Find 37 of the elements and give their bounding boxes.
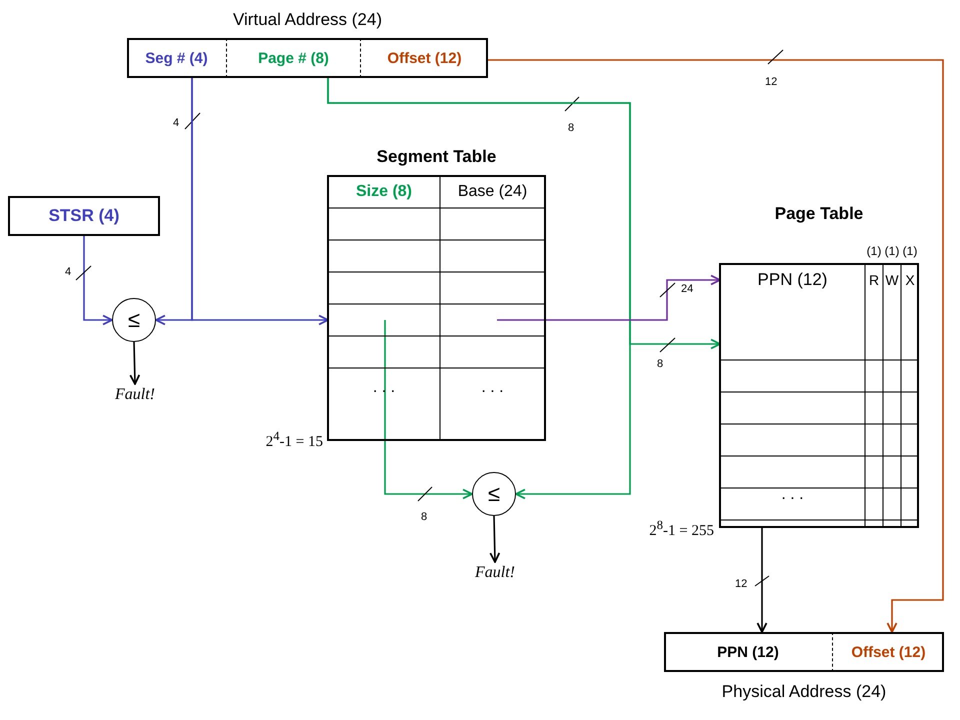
register-box: STSR (4) xyxy=(8,196,160,236)
column-header: X xyxy=(904,271,916,290)
wire-arrow xyxy=(129,342,140,385)
bit-field: Page # (8) xyxy=(226,38,360,78)
ellipsis: . . . xyxy=(372,378,396,398)
bit-field: Offset (12) xyxy=(360,38,488,78)
column-header: Base (24) xyxy=(456,182,528,202)
wire-arrow xyxy=(488,59,944,633)
comparator-circle: ≤ xyxy=(472,472,516,516)
bit-field: PPN (12) xyxy=(664,632,832,672)
ellipsis: . . . xyxy=(780,485,805,505)
comparator-circle: ≤ xyxy=(112,298,156,342)
wire-arrow xyxy=(756,527,768,633)
table-title: Page Table xyxy=(774,204,864,224)
column-header: Size (8) xyxy=(354,182,413,202)
bit-width-label: (1) xyxy=(866,243,882,260)
index-label: 2$^{8}$-1 = 255 xyxy=(648,518,714,540)
register-title: Virtual Address (24) xyxy=(232,10,383,30)
fault-signal: Fault! xyxy=(95,384,175,406)
wire-arrow xyxy=(327,78,721,350)
bit-field: Seg # (4) xyxy=(127,38,226,78)
table-title: Segment Table xyxy=(376,147,498,167)
bit-field: Offset (12) xyxy=(832,632,944,672)
fault-signal: Fault! xyxy=(455,562,535,584)
wire-arrow xyxy=(497,274,721,321)
ellipsis: . . . xyxy=(480,378,505,398)
register-title: Physical Address (24) xyxy=(720,682,888,702)
wire-arrow xyxy=(384,320,473,500)
bit-width-label: (1) xyxy=(902,243,918,260)
index-label: 2$^{4}$-1 = 15 xyxy=(264,429,323,451)
column-header: W xyxy=(884,271,900,290)
column-header: PPN (12) xyxy=(756,269,828,291)
wire-arrow xyxy=(489,516,500,563)
wire-arrow xyxy=(191,78,329,326)
column-header: R xyxy=(868,271,880,290)
bit-width-label: (1) xyxy=(884,243,900,260)
wire-arrow xyxy=(83,236,113,326)
